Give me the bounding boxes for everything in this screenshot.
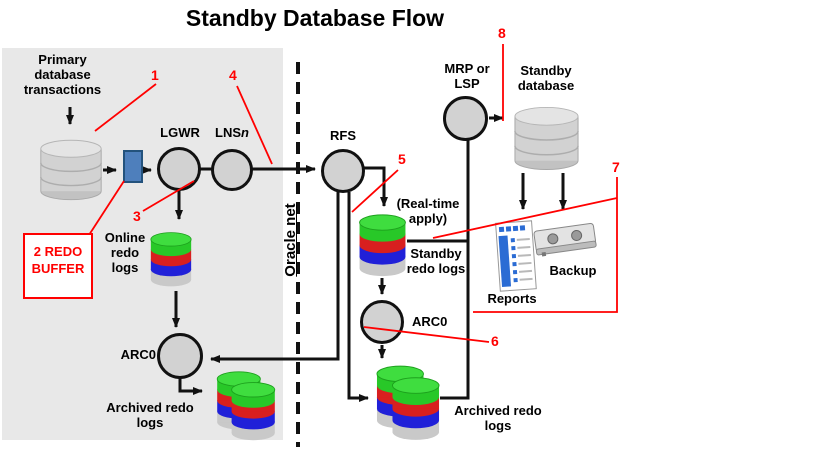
redo-buffer-icon xyxy=(123,150,143,183)
rfs-label: RFS xyxy=(330,128,356,143)
standby-archived-logs-icon xyxy=(376,365,440,440)
lgwr-label: LGWR xyxy=(160,125,200,140)
step-number-1: 1 xyxy=(151,67,159,83)
standby-redo-logs-icon xyxy=(359,214,406,277)
standby-database-icon xyxy=(514,106,579,171)
backup-label: Backup xyxy=(549,263,597,278)
lns-process-circle xyxy=(211,149,253,191)
mrp-process-circle xyxy=(443,96,488,141)
standby-archived-logs-label: Archived redo logs xyxy=(454,403,542,433)
step-number-7: 7 xyxy=(612,159,620,175)
primary-arc0-process-circle xyxy=(157,333,203,379)
standby-arc0-process-circle xyxy=(360,300,404,344)
primary-transactions-label: Primary database transactions xyxy=(23,52,102,97)
standby-database-label: Standby database xyxy=(517,63,575,93)
step-number-3: 3 xyxy=(133,208,141,224)
lgwr-process-circle xyxy=(157,147,201,191)
online-redo-logs-label: Online redo logs xyxy=(104,230,146,275)
step-number-8: 8 xyxy=(498,25,506,41)
standby-arc0-label: ARC0 xyxy=(412,314,448,329)
rfs-process-circle xyxy=(321,149,365,193)
redo-buffer-callout-box: 2 REDO BUFFER xyxy=(23,233,93,299)
online-redo-logs-icon xyxy=(150,232,192,287)
diagram-title: Standby Database Flow xyxy=(185,5,445,31)
standby-redo-logs-label: Standby redo logs xyxy=(406,246,466,276)
primary-database-icon xyxy=(40,139,102,201)
oracle-net-label: Oracle net xyxy=(282,203,299,277)
mrp-label: MRP or LSP xyxy=(444,61,490,91)
primary-archived-logs-icon xyxy=(216,371,276,441)
step-number-4: 4 xyxy=(229,67,237,83)
backup-tape-icon xyxy=(533,222,597,257)
primary-archived-logs-label: Archived redo logs xyxy=(106,400,194,430)
primary-arc0-label: ARC0 xyxy=(120,347,156,362)
step-number-5: 5 xyxy=(398,151,406,167)
arrow-rfs-to-standby-redo-logs xyxy=(362,166,388,207)
reports-label: Reports xyxy=(487,291,537,306)
step-number-6: 6 xyxy=(491,333,499,349)
lns-label: LNSn xyxy=(215,125,249,140)
